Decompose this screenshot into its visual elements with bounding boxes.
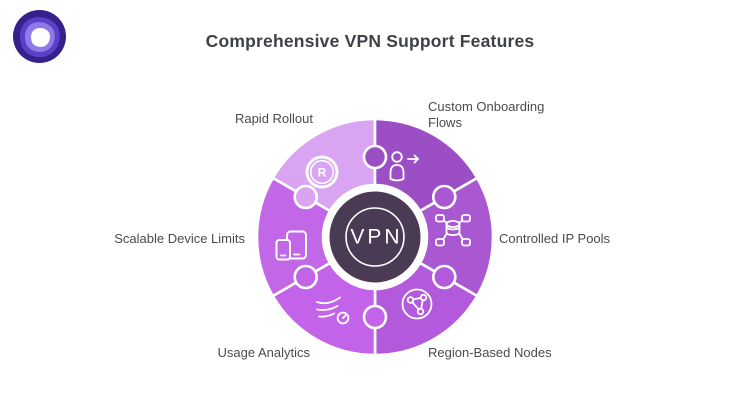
region-nodes-globe-icon [401, 288, 433, 320]
label-controlled-ip-pools: Controlled IP Pools [499, 231, 611, 246]
ip-pools-database-icon [435, 214, 471, 247]
label-custom-onboarding: Custom Onboarding Flows [428, 99, 545, 130]
puzzle-tab-upper-right [432, 184, 457, 210]
wheel-svg: VPN R [255, 117, 495, 357]
puzzle-tab-lower-right [432, 264, 457, 290]
brand-logo [13, 10, 66, 63]
vpn-feature-wheel: VPN R [255, 117, 495, 357]
center-hub-ring [345, 207, 405, 267]
puzzle-tab-upper-left [293, 184, 319, 210]
onboarding-user-arrow-icon [389, 151, 419, 182]
label-rapid-rollout: Rapid Rollout [234, 111, 313, 126]
label-region-based-nodes: Region-Based Nodes [428, 345, 552, 360]
page-title: Comprehensive VPN Support Features [205, 31, 535, 51]
center-hub [326, 188, 424, 286]
rapid-rollout-icon: R [305, 155, 339, 189]
scalable-devices-icon [275, 230, 307, 261]
rapid-rollout-icon-letter: R [318, 166, 327, 180]
puzzle-tab-bottom [362, 304, 388, 330]
label-usage-analytics: Usage Analytics [217, 345, 311, 360]
usage-analytics-icon [316, 296, 350, 325]
puzzle-tab-top [362, 144, 388, 170]
puzzle-tab-lower-left [293, 264, 319, 290]
label-scalable-device-limits: Scalable Device Limits [114, 231, 245, 246]
center-hub-label: VPN [350, 226, 402, 249]
